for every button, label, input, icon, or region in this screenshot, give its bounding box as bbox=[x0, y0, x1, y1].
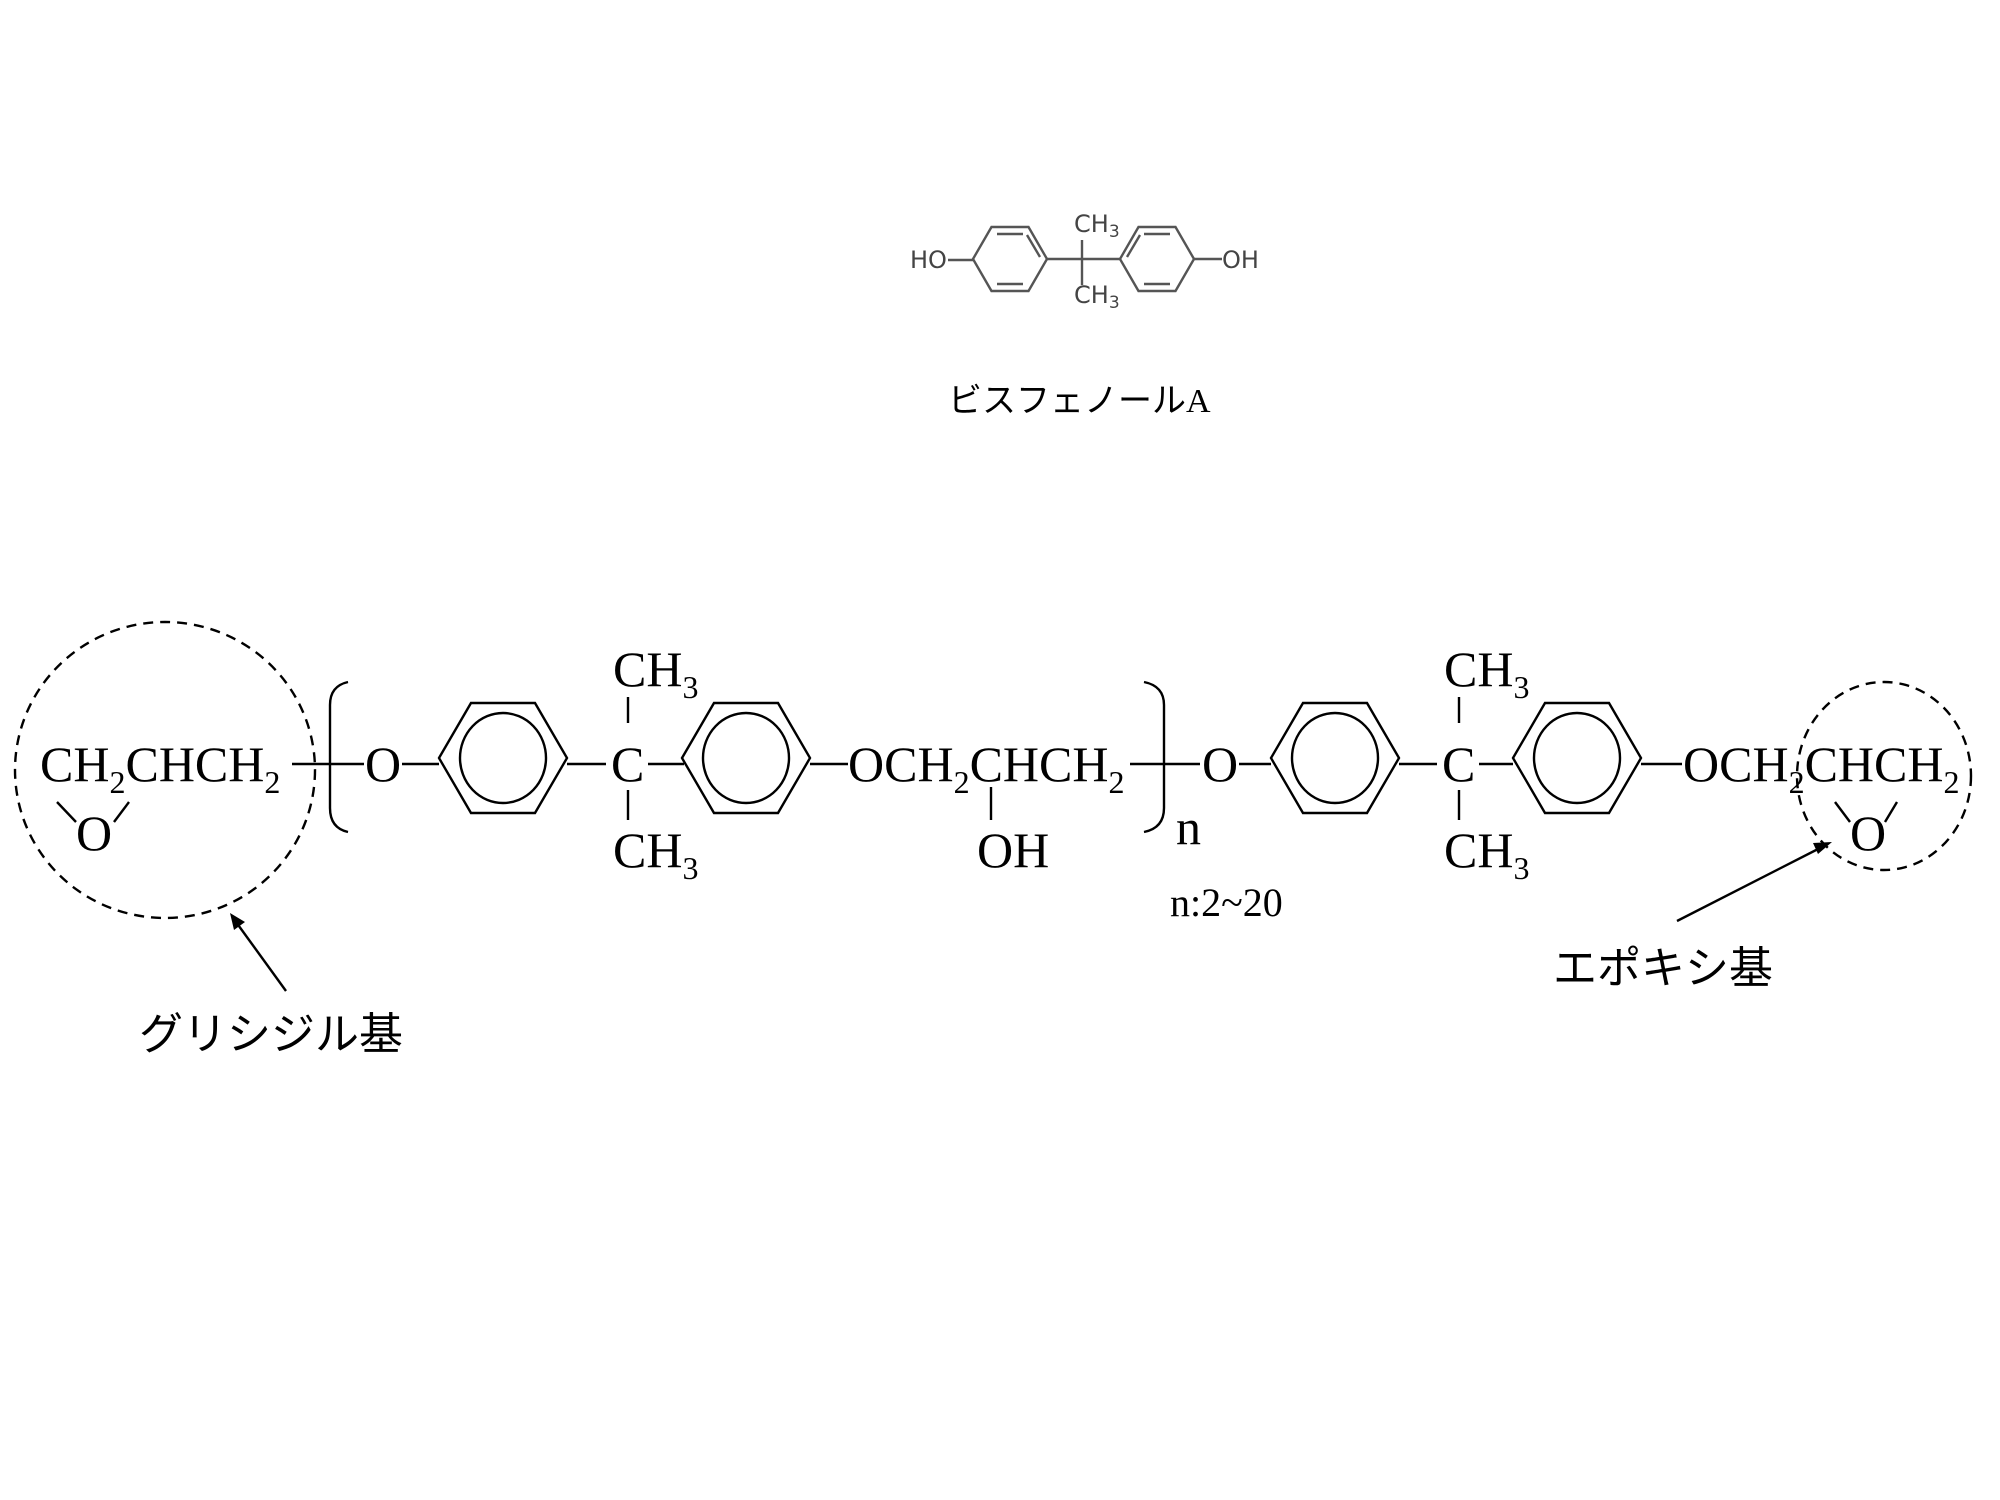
methyl-top: CH3 bbox=[613, 641, 698, 705]
benzene-ring bbox=[1118, 225, 1196, 293]
benzene-ring bbox=[1511, 701, 1643, 815]
oh-group: OH bbox=[1222, 246, 1259, 274]
left-bracket bbox=[328, 680, 349, 834]
quaternary-carbon: C bbox=[611, 736, 644, 792]
hydroxypropyl-chain: OCH2CHCH2 bbox=[848, 736, 1125, 800]
methyl-bottom: CH3 bbox=[1444, 822, 1529, 886]
glycidyl-label: グリシジル基 bbox=[139, 1009, 403, 1060]
ho-group: HO bbox=[910, 246, 947, 274]
bisphenol-a-structure: HO OH CH3 CH3 bbox=[910, 210, 1259, 313]
ether-oxygen: O bbox=[365, 736, 401, 792]
methyl-bottom: CH3 bbox=[613, 822, 698, 886]
glycidyl-arrow bbox=[230, 913, 287, 992]
glycidyl-formula: CH2CHCH2 bbox=[40, 736, 280, 800]
epoxy-highlight-circle bbox=[1795, 680, 1973, 872]
benzene-ring bbox=[437, 701, 569, 815]
bisphenol-a-label: ビスフェノールA bbox=[948, 383, 1211, 420]
quaternary-carbon: C bbox=[1442, 736, 1475, 792]
methyl-top: CH3 bbox=[1444, 641, 1529, 705]
benzene-ring bbox=[1269, 701, 1401, 815]
ether-oxygen: O bbox=[1202, 736, 1238, 792]
benzene-ring bbox=[680, 701, 812, 815]
repeat-count-n: n bbox=[1176, 799, 1201, 855]
epoxide-oxygen: O bbox=[76, 805, 112, 861]
epoxy-resin-structure: CH2CHCH2 O O C CH3 CH3 OCH2CHCH2 OH n n:… bbox=[40, 641, 1960, 925]
benzene-ring bbox=[971, 225, 1049, 293]
glycidyl-highlight-circle bbox=[13, 620, 317, 920]
glycidyl-ether-chain: OCH2CHCH2 bbox=[1683, 736, 1960, 800]
methyl-top: CH3 bbox=[1074, 210, 1120, 242]
epoxy-label: エポキシ基 bbox=[1553, 943, 1773, 994]
methyl-bottom: CH3 bbox=[1074, 281, 1120, 313]
hydroxyl-group: OH bbox=[977, 822, 1049, 878]
epoxy-arrow bbox=[1676, 842, 1832, 923]
epoxide-oxygen: O bbox=[1850, 805, 1886, 861]
right-bracket bbox=[1143, 680, 1166, 834]
repeat-range: n:2~20 bbox=[1170, 880, 1283, 925]
